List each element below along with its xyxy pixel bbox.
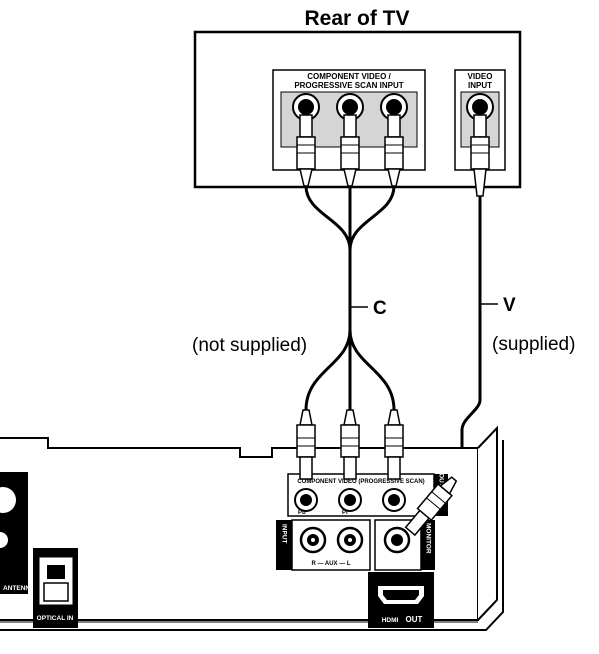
- monitor-tab: [421, 520, 435, 570]
- input-tab: [276, 520, 292, 570]
- video-cable: [430, 196, 482, 506]
- optical-port: [47, 565, 65, 579]
- tv-component-label-1: COMPONENT VIDEO /: [307, 72, 391, 81]
- player-component-label: COMPONENT VIDEO (PROGRESSIVE SCAN): [297, 479, 424, 485]
- tv-title: Rear of TV: [304, 7, 409, 30]
- player-jack-y: [294, 488, 318, 512]
- player-jack-pr: [382, 488, 406, 512]
- tv-jack-video: [466, 93, 494, 121]
- antenna-label: ANTENNA: [3, 585, 35, 592]
- tv-plug-pr: [384, 114, 404, 187]
- aux-jack-l: [336, 526, 364, 554]
- component-cable: [304, 185, 396, 411]
- component-cable-note: (not supplied): [192, 335, 307, 356]
- tv-video-label-2: INPUT: [468, 81, 492, 90]
- component-cable-letter: C: [373, 298, 387, 319]
- aux-jack-r: [299, 526, 327, 554]
- hdmi-label-prefix: HDMI: [382, 617, 399, 624]
- tv-plug-pb: [340, 114, 360, 187]
- player-jack-pb: [338, 488, 362, 512]
- player-pb-label: Pb: [298, 510, 306, 516]
- player-plug-pb: [340, 409, 360, 480]
- tv-plug-y: [296, 114, 316, 187]
- monitor-label: MONITOR: [425, 523, 432, 554]
- video-cable-letter: V: [503, 295, 516, 316]
- tv-plug-video: [470, 114, 490, 197]
- out-label: OUT: [438, 473, 445, 487]
- player-rear-panel: ANTENNA OPTICAL IN COMPONENT VIDEO (PROG…: [0, 425, 504, 631]
- player-base: [0, 440, 504, 631]
- aux-label: R — AUX — L: [311, 561, 350, 567]
- input-label: INPUT: [281, 524, 288, 544]
- player-plug-y: [296, 409, 316, 480]
- hdmi-label-suffix: OUT: [406, 615, 423, 624]
- video-cable-note: (supplied): [492, 334, 575, 355]
- tv-rear-panel: Rear of TV COMPONENT VIDEO / PROGRESSIVE…: [193, 7, 522, 197]
- antenna-jack: [0, 487, 16, 513]
- player-side: [477, 425, 498, 621]
- player-plug-pr: [384, 409, 404, 480]
- player-pr-label: Pr: [342, 510, 349, 516]
- monitor-jack: [383, 526, 411, 554]
- player-plug-video: [404, 476, 458, 537]
- tv-component-label-2: PROGRESSIVE SCAN INPUT: [294, 81, 403, 90]
- tv-video-label-1: VIDEO: [468, 72, 493, 81]
- optical-label: OPTICAL IN: [37, 615, 74, 622]
